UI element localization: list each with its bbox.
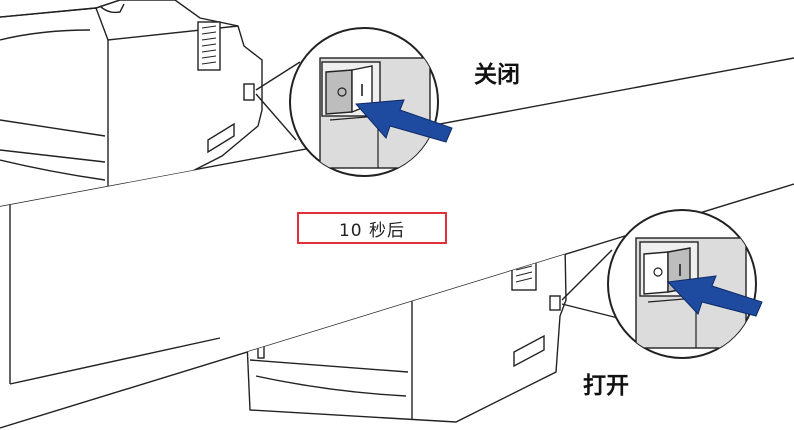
switch-off-label: 关闭 xyxy=(474,62,520,88)
printer-top xyxy=(0,0,263,206)
wait-time-box: 10 秒后 xyxy=(297,212,447,244)
arrow-icon xyxy=(354,99,453,143)
switch-on-label: 打开 xyxy=(583,373,629,399)
switch-off-detail xyxy=(289,27,453,177)
arrow-icon xyxy=(666,275,763,317)
callout-lines xyxy=(255,61,619,319)
switch-on-detail xyxy=(607,209,763,359)
